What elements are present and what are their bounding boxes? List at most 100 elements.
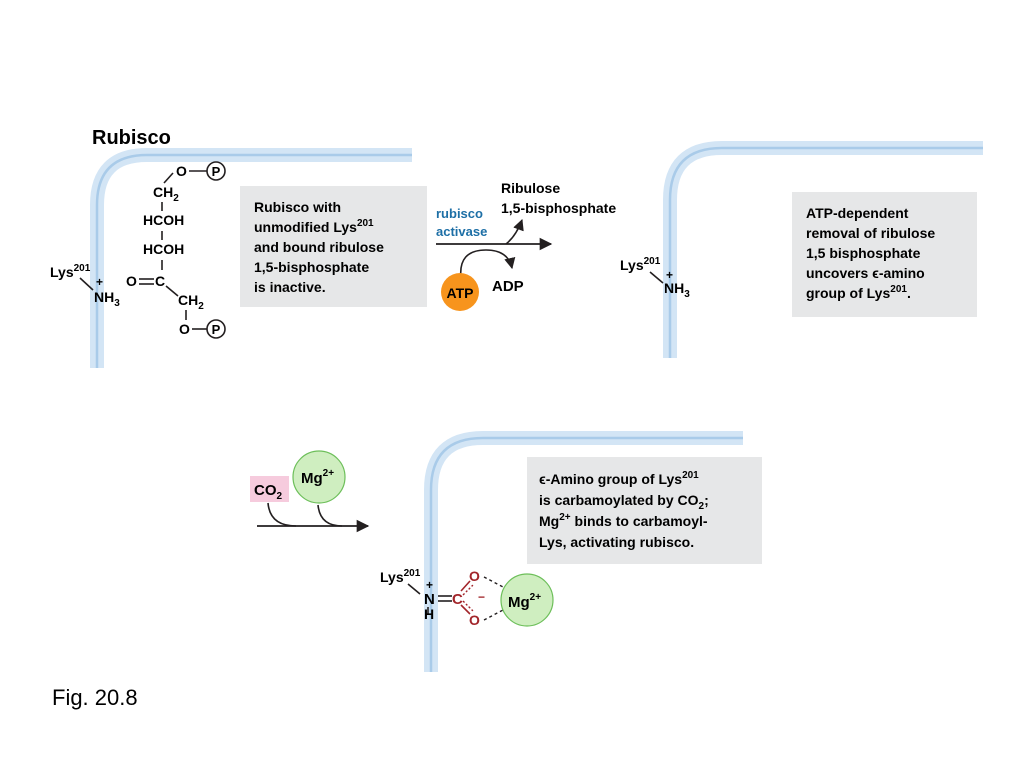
phosphate-circle-bottom <box>206 319 226 339</box>
svg-text:Mg2+: Mg2+ <box>508 592 541 611</box>
enzyme-surface-2 <box>663 141 983 358</box>
box3-line-2: is carbamoylated by CO <box>539 492 699 508</box>
ch2-top-subscript: 2 <box>173 193 179 204</box>
svg-text:unmodified Lys201: unmodified Lys201 <box>254 218 374 235</box>
carbamate-c: C <box>452 591 463 608</box>
product-label-line-2: 1,5-bisphosphate <box>501 200 616 216</box>
adp-label: ADP <box>492 278 524 295</box>
co2-label: CO <box>254 482 277 499</box>
atp-label: ATP <box>447 285 474 301</box>
product-release-arrow <box>505 218 524 245</box>
svg-text:Lys201: Lys201 <box>380 568 421 585</box>
svg-text:CO2: CO2 <box>254 482 283 502</box>
box3-line-4: Lys, activating rubisco. <box>539 534 694 550</box>
svg-text:group of Lys201.: group of Lys201. <box>806 284 911 301</box>
enzyme-label-line-2: activase <box>436 224 487 239</box>
svg-text:Mg2+ binds to carbamoyl-: Mg2+ binds to carbamoyl- <box>539 512 708 529</box>
svg-text:Lys201: Lys201 <box>620 256 661 273</box>
carbonyl-c: C <box>155 273 165 289</box>
lys-label: Lys <box>620 257 644 273</box>
carbamoyl-lysine-structure: Lys201 + N H C O O − Mg2+ <box>380 568 554 628</box>
lys-label: Lys <box>50 264 74 280</box>
charge-plus: + <box>426 578 433 592</box>
description-box-2: ATP-dependent removal of ribulose 1,5 bi… <box>792 192 977 317</box>
nh3-subscript: 3 <box>684 289 690 300</box>
co2-highlight <box>250 476 289 502</box>
description-box-1: Rubisco with unmodified Lys201 and bound… <box>240 186 427 307</box>
nh3-subscript: 3 <box>114 298 120 309</box>
box2-line-5: group of Lys <box>806 285 890 301</box>
box3-line-1-sup: 201 <box>682 470 699 481</box>
description-box-3: ϵ-Amino group of Lys201 is carbamoylated… <box>527 457 762 564</box>
coordination-bond-top <box>483 576 506 589</box>
svg-text:NH3: NH3 <box>94 289 120 309</box>
enzyme-label-line-1: rubisco <box>436 206 483 221</box>
co2-subscript: 2 <box>277 491 283 502</box>
step-carbamoylation-reaction: CO2 Mg2+ <box>250 450 370 533</box>
box1-line-5: is inactive. <box>254 279 326 295</box>
panel-uncovered-lysine: Lys201 + NH3 ATP-dependent removal of ri… <box>620 141 983 358</box>
box2-line-2: removal of ribulose <box>806 225 935 241</box>
panel-activated-rubisco: Lys201 + N H C O O − Mg2+ ϵ-Amino group … <box>380 431 762 672</box>
o-bottom: O <box>179 321 190 337</box>
svg-text:Mg2+: Mg2+ <box>301 468 334 487</box>
hydrogen-label: H <box>424 606 434 622</box>
co2-join-curve <box>267 502 297 527</box>
hcoh-2: HCOH <box>143 241 184 257</box>
mg-label: Mg <box>301 470 323 487</box>
box2-line-5-sup: 201 <box>890 284 907 295</box>
mg-superscript: 2+ <box>323 468 335 479</box>
panel-inactive-rubisco: Rubisco Lys201 + NH3 O P CH2 HCOH HCOH O… <box>50 127 427 368</box>
mg-ion-circle-1 <box>292 450 346 504</box>
box2-line-5-end: . <box>907 285 911 301</box>
lys-superscript: 201 <box>404 568 421 579</box>
ch2-bottom-subscript: 2 <box>198 301 204 312</box>
box3-line-1: ϵ-Amino group of Lys <box>539 471 682 487</box>
box1-line-3: and bound ribulose <box>254 239 384 255</box>
box3-line-3: Mg <box>539 513 559 529</box>
nh3-label: NH <box>664 280 684 296</box>
svg-text:Lys201: Lys201 <box>50 263 91 280</box>
step-activase-reaction: rubisco activase Ribulose 1,5-bisphospha… <box>436 180 616 311</box>
atp-to-adp-arrow <box>459 249 516 279</box>
svg-text:is carbamoylated by CO2;: is carbamoylated by CO2; <box>539 492 709 512</box>
svg-text:ϵ-Amino group of Lys201: ϵ-Amino group of Lys201 <box>539 470 699 487</box>
carbamate-minus: − <box>478 590 485 604</box>
svg-text:NH3: NH3 <box>664 280 690 300</box>
mg-join-curve <box>317 504 343 527</box>
figure-title: Rubisco <box>92 127 171 149</box>
o-top: O <box>176 163 187 179</box>
box1-line-1: Rubisco with <box>254 199 341 215</box>
carbamate-o-bottom: O <box>469 612 480 628</box>
lys201-amine-2: Lys201 + NH3 <box>620 256 690 300</box>
carbonyl-o: O <box>126 273 137 289</box>
phosphate-label-top: P <box>212 164 221 179</box>
box3-line-3-sup: 2+ <box>559 512 571 523</box>
box3-line-2-end: ; <box>704 492 709 508</box>
nitrogen-label: N <box>424 591 435 608</box>
atp-circle <box>441 273 479 311</box>
phosphate-label-bottom: P <box>212 322 221 337</box>
lys-superscript: 201 <box>74 263 91 274</box>
box2-line-3: 1,5 bisphosphate <box>806 245 921 261</box>
enzyme-surface-1 <box>90 148 412 368</box>
phosphate-circle-top <box>206 161 226 181</box>
box3-line-3-end: binds to carbamoyl- <box>571 513 708 529</box>
svg-text:CH2: CH2 <box>153 184 179 204</box>
enzyme-surface-3 <box>424 431 743 672</box>
mg-superscript: 2+ <box>530 592 542 603</box>
ribulose-bisphosphate-structure: O P CH2 HCOH HCOH O C CH2 O P <box>126 161 226 339</box>
mg-label: Mg <box>508 594 530 611</box>
box1-line-2: unmodified Lys <box>254 219 357 235</box>
box2-line-1: ATP-dependent <box>806 205 909 221</box>
lys-superscript: 201 <box>644 256 661 267</box>
ch2-top-label: CH <box>153 184 173 200</box>
box1-line-2-sup: 201 <box>357 218 374 229</box>
box1-line-4: 1,5-bisphosphate <box>254 259 369 275</box>
mg-ion-circle-2 <box>500 573 554 627</box>
figure-caption: Fig. 20.8 <box>52 685 138 710</box>
box3-line-2-sub: 2 <box>699 501 705 512</box>
product-label-line-1: Ribulose <box>501 180 560 196</box>
box2-line-4: uncovers ϵ-amino <box>806 265 925 281</box>
